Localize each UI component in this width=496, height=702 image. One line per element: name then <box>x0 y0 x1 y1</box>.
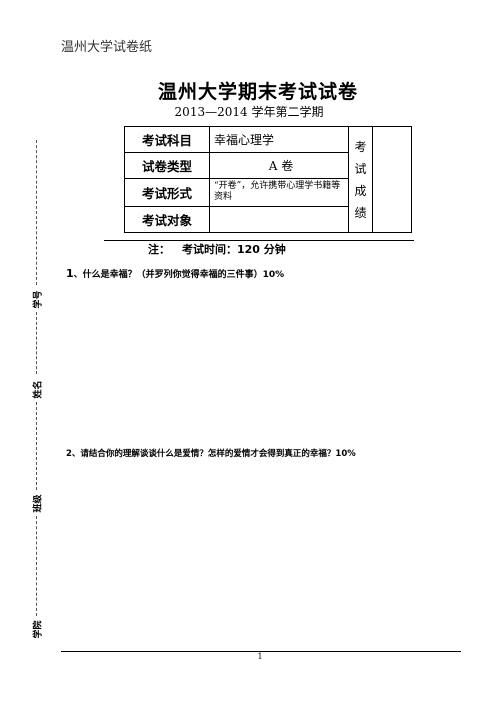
subject-label: 考试科目 <box>124 126 210 153</box>
college-label: 学院 <box>33 620 44 639</box>
target-value[interactable] <box>209 206 349 233</box>
exam-info-table: 考试科目 幸福心理学 考 试 成 绩 试卷类型 A 卷 考试形式 “开卷”，允许… <box>124 126 412 233</box>
binding-line-1 <box>36 140 37 285</box>
exam-title: 温州大学期末考试试卷 <box>157 81 358 103</box>
subject-value: 幸福心理学 <box>209 126 349 153</box>
question-2-text: 、请结合你的理解谈谈什么是爱情？怎样的爱情才会得到真正的幸福？10% <box>71 449 356 459</box>
binding-line-4 <box>36 516 37 616</box>
note-prefix: 注： <box>148 243 170 256</box>
score-box[interactable] <box>372 126 412 233</box>
paper-header-label: 温州大学试卷纸 <box>61 40 153 55</box>
semester-label: 2013—2014 学年第二学期 <box>174 105 324 119</box>
score-char-1: 考 <box>354 139 367 154</box>
type-label: 试卷类型 <box>124 152 210 179</box>
question-1-text: 、什么是幸福？（并罗列你觉得幸福的三件事）10% <box>73 270 285 280</box>
score-char-2: 试 <box>354 161 367 176</box>
question-1-number: 1 <box>66 267 74 280</box>
page-number: 1 <box>257 652 263 661</box>
score-label: 考 试 成 绩 <box>348 126 373 233</box>
question-2-number: 2 <box>66 449 72 459</box>
target-label: 考试对象 <box>124 206 210 233</box>
question-2: 2、请结合你的理解谈谈什么是爱情？怎样的爱情才会得到真正的幸福？10% <box>66 447 356 459</box>
form-label: 考试形式 <box>124 178 210 207</box>
footer-divider <box>61 651 461 652</box>
score-char-4: 绩 <box>354 205 367 220</box>
student-id-label: 学号 <box>33 290 44 309</box>
type-value: A 卷 <box>209 152 349 179</box>
question-1: 1、什么是幸福？（并罗列你觉得幸福的三件事）10% <box>66 267 284 280</box>
note-text: 考试时间：120 分钟 <box>182 243 286 256</box>
form-value: “开卷”，允许携带心理学书籍等资料 <box>209 178 349 207</box>
class-label: 班级 <box>33 494 44 513</box>
name-label: 姓名 <box>33 380 44 399</box>
score-char-3: 成 <box>354 183 367 198</box>
exam-note: 注： 考试时间：120 分钟 <box>148 241 298 257</box>
binding-line-3 <box>36 402 37 490</box>
binding-line-2 <box>36 312 37 374</box>
note-divider <box>104 240 414 241</box>
